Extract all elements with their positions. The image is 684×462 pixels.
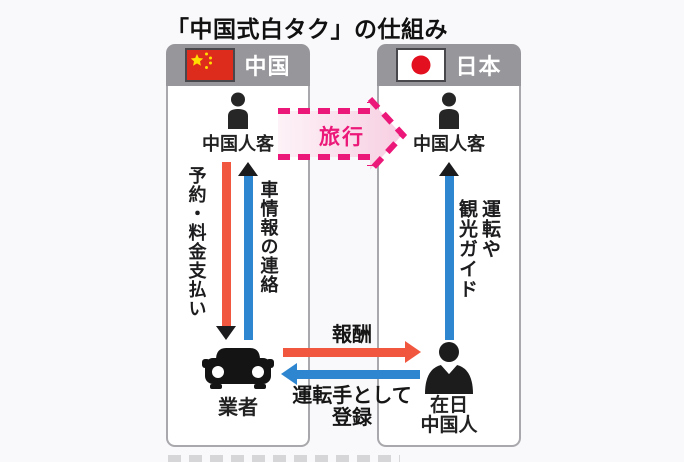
- japan-customer-label: 中国人客: [413, 134, 485, 154]
- travel-label: 旅行: [319, 126, 365, 149]
- china-panel-header: 中国: [166, 44, 310, 86]
- reward-label: 報酬: [332, 324, 372, 346]
- operator-car-icon: [202, 346, 274, 394]
- resident-driver-label: 在日 中国人: [420, 395, 478, 436]
- payment-arrow-down: [216, 162, 236, 340]
- cropped-caption: [168, 455, 400, 462]
- japan-customer-icon: [436, 92, 462, 134]
- japan-panel: 日本 中国人客 運転や 観光ガイド 在日 中国人: [377, 44, 521, 447]
- japan-header-label: 日本: [455, 54, 502, 79]
- japan-flag-icon: [396, 48, 447, 82]
- china-flag-icon: [185, 48, 236, 82]
- car-info-label: 車情報の連絡: [258, 180, 279, 294]
- register-arrow-left: [281, 363, 420, 385]
- travel-arrow: [276, 94, 412, 180]
- operator-label: 業者: [218, 397, 258, 419]
- guide-label-col2: 観光ガイド: [456, 199, 477, 299]
- resident-driver-icon: [421, 341, 477, 399]
- guide-label: 運転や 観光ガイド: [455, 199, 501, 303]
- payment-label: 予約・料金支払い: [186, 166, 207, 318]
- japan-panel-header: 日本: [377, 44, 521, 86]
- reward-arrow-right: [283, 341, 421, 363]
- china-customer-label: 中国人客: [202, 134, 274, 154]
- china-header-label: 中国: [244, 54, 291, 79]
- guide-label-col1: 運転や: [479, 199, 500, 259]
- china-customer-icon: [225, 92, 251, 134]
- page-title: 「中国式白タク」の仕組み: [166, 16, 448, 42]
- register-label: 運転手として 登録: [292, 385, 412, 429]
- guide-arrow-up: [439, 162, 459, 340]
- car-info-arrow-up: [238, 162, 258, 340]
